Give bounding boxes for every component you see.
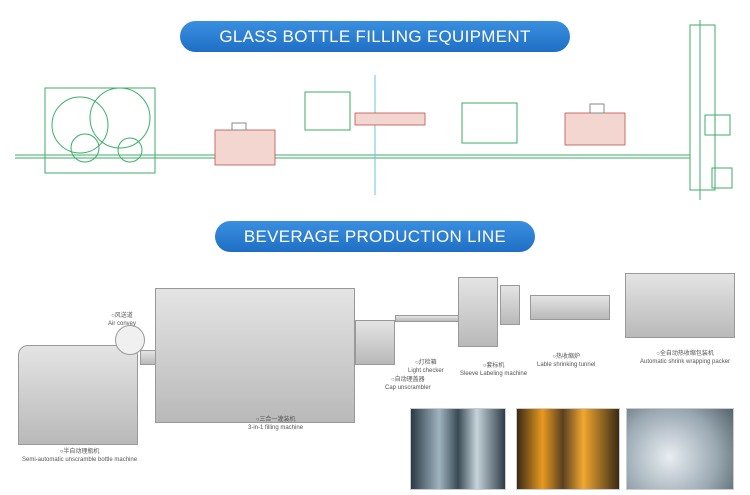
glass-bottle-line-diagram [15,20,733,200]
labeler [461,102,518,144]
packing-conveyor [689,24,716,191]
shrink-tunnel [530,295,610,320]
washer-tunnel [214,129,276,166]
beverage-line-machinery [0,255,750,445]
banner-beverage-line: BEVERAGE PRODUCTION LINE [215,221,535,252]
photo-bottle-filling [410,408,506,490]
photo-capping-head [626,408,734,490]
sleeve-labeler [458,277,498,347]
photo-juice-filling [516,408,620,490]
banner-glass-bottle: GLASS BOTTLE FILLING EQUIPMENT [180,21,570,52]
shrink-wrapper [625,273,735,338]
rinser-filler-capper [44,87,156,174]
unscramble-bottle-machine [18,345,138,445]
pasteurizer-tunnel [564,112,626,146]
filling-machine [155,288,355,423]
